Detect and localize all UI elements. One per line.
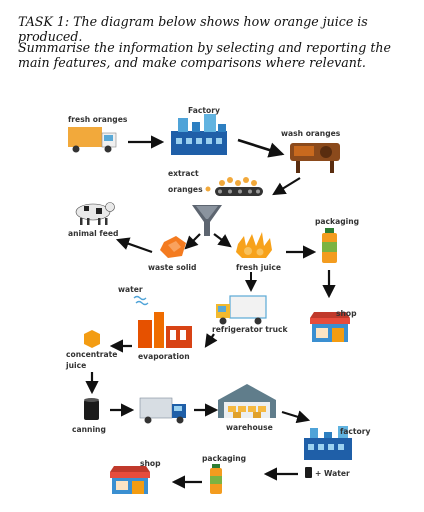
- delivery-truck-icon: [139, 397, 186, 424]
- cow-icon: [75, 202, 115, 225]
- label-waste-solid: waste solid: [148, 263, 196, 272]
- shop-top-icon: [310, 312, 350, 342]
- shop-bottom-icon: [110, 466, 150, 494]
- fresh-oranges-truck-icon: [68, 127, 117, 153]
- evaporation-plant-icon: [138, 312, 192, 348]
- wash-machine-icon: [290, 143, 340, 173]
- label-packaging-bottom: packaging: [202, 454, 246, 463]
- task-title: TASK 1: The diagram below shows how oran…: [18, 14, 368, 44]
- water-waves-icon: [133, 295, 149, 306]
- label-plus-water: + Water: [315, 469, 350, 478]
- fresh-juice-splash-icon: [236, 232, 272, 258]
- label-packaging-top: packaging: [315, 217, 359, 226]
- arrow-warehouse-to-factory: [281, 410, 311, 424]
- concentrate-icon: [84, 330, 100, 348]
- conveyor-icon: [205, 177, 263, 196]
- juice-bottle-bottom-icon: [210, 464, 222, 494]
- label-warehouse: warehouse: [226, 423, 273, 432]
- can-icon: [84, 398, 99, 420]
- label-shop-bottom: shop: [140, 459, 161, 468]
- arrow-factory-to-wash: [237, 138, 285, 158]
- arrow-truck-to-evaporation: [204, 333, 218, 348]
- refrigerator-truck-icon: [216, 295, 267, 325]
- arrow-wash-to-extract: [272, 177, 301, 196]
- arrow-funnel-to-waste: [184, 233, 201, 250]
- label-wash-oranges: wash oranges: [281, 129, 341, 138]
- arrow-waste-to-animal-feed: [115, 237, 153, 254]
- label-factory-bottom: factory: [340, 427, 371, 436]
- juice-bottle-top-icon: [322, 228, 337, 263]
- label-factory-top: Factory: [188, 106, 220, 115]
- small-can-icon: [305, 467, 312, 478]
- label-animal-feed: animal feed: [68, 229, 118, 238]
- label-concentrate-1: concentrate: [66, 350, 117, 359]
- label-shop-top: shop: [336, 309, 357, 318]
- label-fresh-juice: fresh juice: [236, 263, 281, 272]
- label-canning: canning: [72, 425, 106, 434]
- label-fresh-oranges: fresh oranges: [68, 115, 128, 124]
- label-water: water: [118, 285, 143, 294]
- arrow-funnel-to-juice: [213, 233, 232, 248]
- label-extract-oranges-1: extract: [168, 169, 199, 178]
- factory-top-icon: [171, 114, 227, 155]
- label-refrigerator-truck: refrigerator truck: [212, 325, 289, 334]
- funnel-icon: [192, 205, 222, 236]
- warehouse-icon: [218, 384, 276, 418]
- task-instructions: Summarise the information by selecting a…: [18, 40, 391, 70]
- label-extract-oranges-2: oranges: [168, 185, 203, 194]
- label-concentrate-2: juice: [65, 361, 86, 370]
- waste-solid-icon: [160, 236, 186, 258]
- factory-bottom-icon: [304, 426, 352, 460]
- label-evaporation: evaporation: [138, 352, 190, 361]
